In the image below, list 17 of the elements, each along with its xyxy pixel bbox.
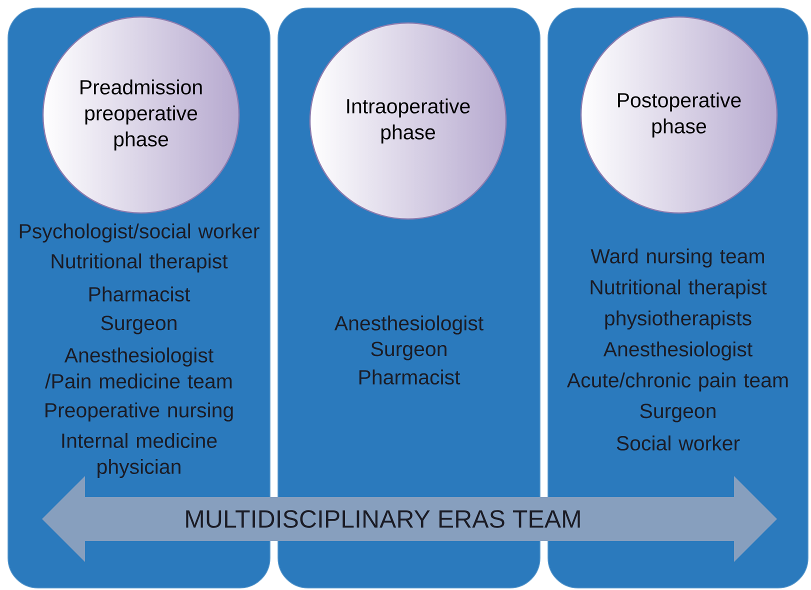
role-label: Surgeon	[640, 404, 716, 422]
role-label: Preoperative nursing	[46, 402, 233, 422]
role-label: Pharmacist	[89, 286, 190, 302]
role-label: Ward nursing team	[590, 248, 764, 268]
role-label: Surgeon	[371, 342, 446, 360]
role-label: Nutritional therapist	[590, 279, 767, 299]
role-label: Social worker	[616, 435, 740, 451]
role-label: Anesthesiologist	[334, 315, 484, 335]
role-label: Internal medicine physician	[62, 432, 217, 478]
role-label: Psychologist/social worker	[20, 223, 260, 243]
role-label: physiotherapists	[605, 310, 752, 330]
role-label: Nutritional therapist	[52, 253, 228, 273]
role-label: Surgeon	[101, 316, 176, 334]
role-label: Anesthesiologist	[603, 341, 752, 361]
role-label: Anesthesiologist /Pain medicine team	[45, 347, 232, 389]
role-label: Acute/chronic pain team	[566, 372, 788, 392]
role-label: Pharmacist	[359, 369, 460, 385]
